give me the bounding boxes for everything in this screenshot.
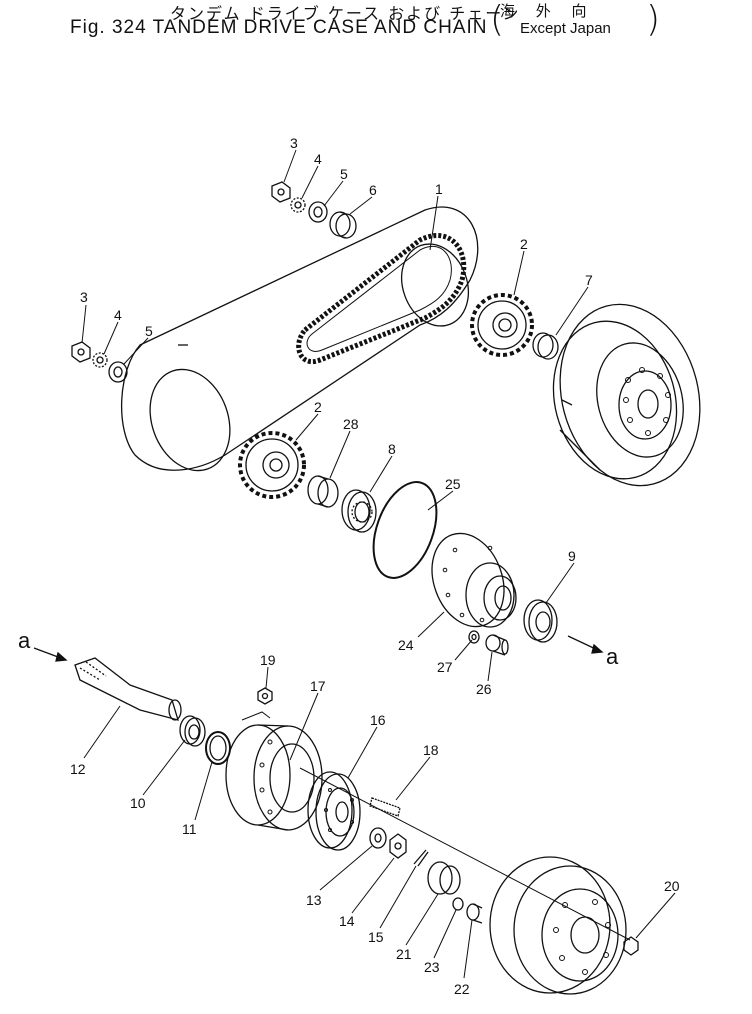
upper-nut-washer-set: [271, 181, 357, 239]
callout-label: 14: [339, 913, 355, 929]
marker-arrow-right: [567, 635, 604, 654]
callout-label: 9: [568, 548, 576, 564]
callout-label: 19: [260, 652, 276, 668]
castle-nut-14: [389, 833, 407, 859]
stud-18: [369, 797, 401, 817]
washer-13: [369, 827, 387, 849]
brake-hub-16: [307, 771, 361, 851]
callout-label: 26: [476, 681, 492, 697]
callout-label: 10: [130, 795, 146, 811]
lower-tandem-wheel: [489, 856, 627, 995]
marker-left: a: [18, 628, 31, 653]
callout-labels: 3 4 5 6 1 2 7 3 4 5 2 28 8 25 9 24 27 26…: [70, 135, 680, 997]
callout-label: 27: [437, 659, 453, 675]
washer-27: [468, 630, 480, 644]
upper-sprocket: [470, 293, 534, 357]
callout-label: 13: [306, 892, 322, 908]
callout-label: 8: [388, 441, 396, 457]
assembly-axis-line: [299, 767, 631, 941]
drive-case-housing: [121, 206, 479, 472]
bearing-9: [523, 599, 558, 643]
callout-label: 23: [424, 959, 440, 975]
callout-label: 18: [423, 742, 439, 758]
paren-open: (: [490, 0, 505, 40]
left-nut-washer-set: [71, 341, 128, 383]
snap-ring-11: [205, 731, 231, 765]
title-japanese-region: 海 外 向: [500, 2, 595, 20]
callout-label: 3: [290, 135, 298, 151]
bearing-7: [532, 332, 559, 360]
callout-label: 15: [368, 929, 384, 945]
callout-label: 22: [454, 981, 470, 997]
callout-label: 21: [396, 946, 412, 962]
callout-label: 4: [314, 151, 322, 167]
callout-label: 1: [435, 181, 443, 197]
callout-label: 11: [182, 821, 197, 837]
title-english: Fig. 324 TANDEM DRIVE CASE AND CHAIN: [70, 17, 488, 38]
callout-label: 3: [80, 289, 88, 305]
marker-arrow-left: [33, 647, 68, 662]
callout-label: 2: [520, 236, 528, 252]
bolt-26: [485, 634, 509, 656]
callout-label: 17: [310, 678, 326, 694]
bolt-22: [466, 903, 483, 924]
callout-label: 6: [369, 182, 377, 198]
callout-label: 7: [585, 272, 593, 288]
callout-label: 25: [445, 476, 461, 492]
o-ring-25: [372, 481, 438, 579]
callout-label: 5: [340, 166, 348, 182]
bearing-housing-24: [431, 532, 517, 628]
leader-lines: [81, 149, 676, 979]
drum-hub-17: [225, 724, 323, 831]
nut-20: [623, 936, 639, 956]
bearing-8: [341, 489, 377, 533]
callout-label: 5: [145, 323, 153, 339]
callout-label: 16: [370, 712, 386, 728]
callout-label: 2: [314, 399, 322, 415]
cap-21: [427, 861, 461, 895]
shaft-12: [74, 657, 182, 721]
lower-sprocket: [238, 431, 306, 499]
cotter-pin-15: [413, 849, 429, 867]
drive-chain: [296, 233, 467, 365]
callout-label: 20: [664, 878, 680, 894]
collar-28: [307, 475, 339, 508]
figure-header: タンデム ドライブ ケース および チェーン ( 海 外 向 Fig. 324 …: [0, 0, 752, 44]
collar-10: [179, 715, 206, 747]
nut-19: [257, 687, 273, 705]
callout-label: 28: [343, 416, 359, 432]
marker-right: a: [606, 644, 619, 669]
paren-close: ): [646, 0, 661, 40]
washer-23: [452, 897, 464, 911]
upper-tandem-wheel: [552, 303, 701, 487]
callout-label: 12: [70, 761, 86, 777]
title-japanese: タンデム ドライブ ケース および チェーン: [170, 4, 521, 23]
callout-label: 4: [114, 307, 122, 323]
callout-label: 24: [398, 637, 414, 653]
title-english-region: Except Japan: [520, 20, 611, 37]
